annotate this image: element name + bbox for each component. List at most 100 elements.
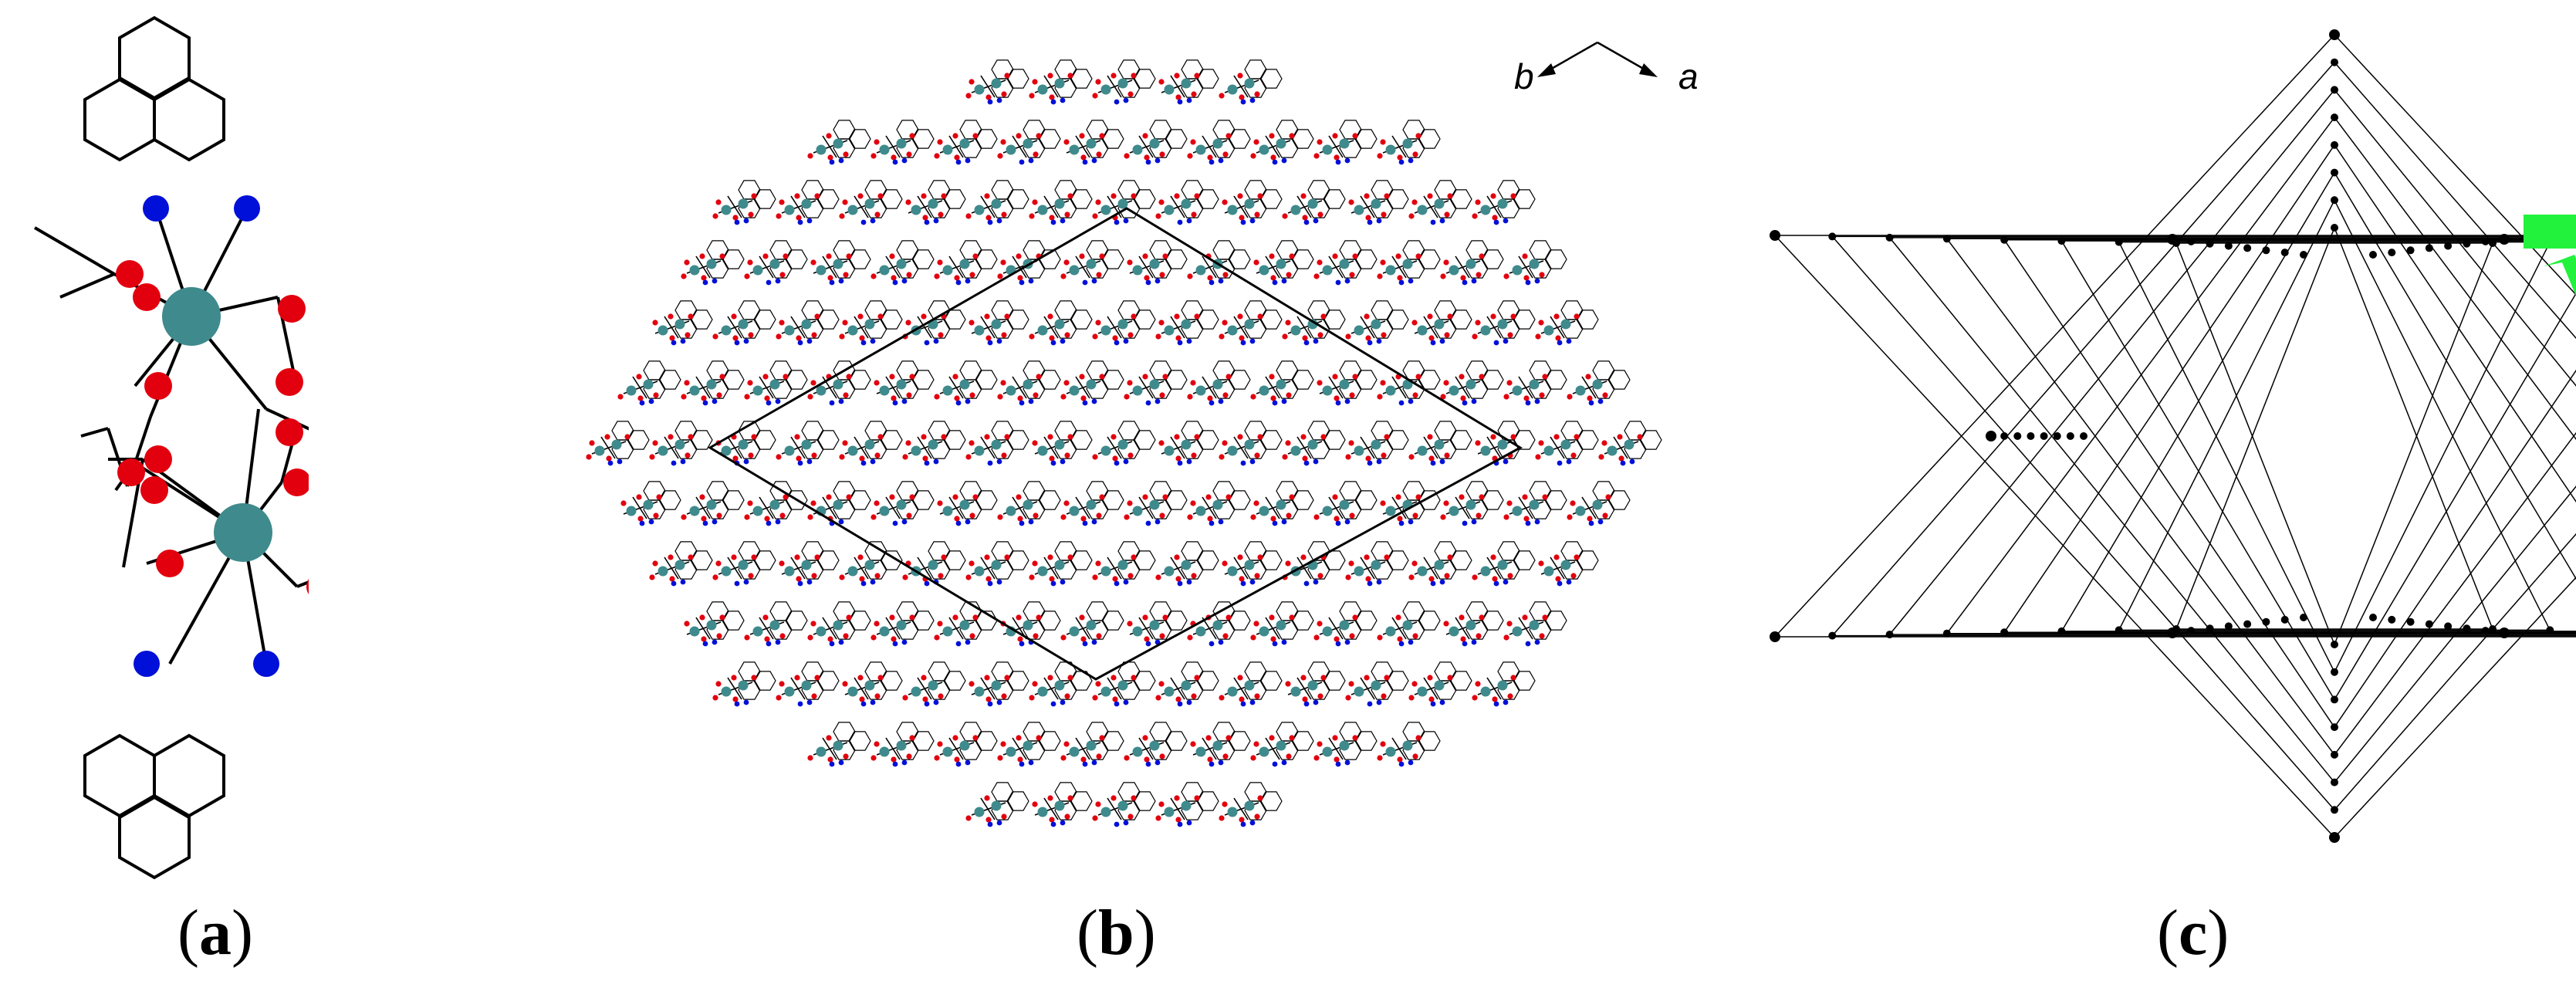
oxygen-atom [965,574,972,580]
metal-atom [974,445,985,456]
metal-atom [959,740,970,751]
nitrogen-atom [1123,97,1129,103]
ligand-rings [833,240,871,279]
nitrogen-atom [680,579,686,585]
oxygen-atom [1334,154,1340,161]
oxygen-atom [1190,139,1196,145]
ligand-rings [1497,541,1536,580]
oxygen-atom [1302,696,1308,702]
oxygen-atom [1131,795,1137,801]
oxygen-atom [1270,636,1276,642]
nitrogen-atom [1154,278,1161,284]
oxygen-atom [744,273,750,279]
metal-atom [1339,740,1350,751]
oxygen-atom [751,193,757,199]
oxygen-atom [905,199,911,205]
oxygen-atom [1345,574,1351,580]
metal-atom [974,566,985,577]
metal-atom [1117,800,1128,811]
ligand-rings [706,481,745,519]
oxygen-atom [1380,259,1386,266]
nitrogen-atom [712,519,718,525]
metal-atom [1227,205,1238,215]
nitrogen-atom [1209,400,1215,406]
oxygen-atom [1348,440,1354,446]
oxygen-atom [1029,93,1035,99]
nitrogen-atom [1367,580,1373,587]
nitrogen-atom [1145,279,1151,286]
oxygen-atom [668,313,674,320]
oxygen-atom [1444,211,1450,218]
oxygen-atom [1317,332,1323,338]
metal-atom [1006,506,1016,516]
ligand-rings [896,601,935,640]
nitrogen-atom [892,520,898,526]
nitrogen-atom [1281,759,1287,766]
metal-atom [1592,379,1603,390]
nitrogen-atom [702,279,708,286]
nitrogen-atom [1503,579,1509,585]
oxygen-atom [1253,259,1259,266]
metal-atom [1117,439,1128,450]
oxygen-atom [699,494,705,500]
metal-atom [1181,800,1192,811]
metal-atom [801,560,812,570]
oxygen-atom [859,696,865,702]
metal-atom [1244,198,1255,209]
ligand-rings [674,421,713,459]
oxygen-atom [1158,79,1165,85]
nitrogen-atom [1430,580,1436,587]
metal-atom [1181,680,1192,691]
oxygen-atom [1187,273,1193,279]
oxygen-atom [1225,374,1232,380]
nitrogen-atom [1186,338,1192,344]
oxygen-atom [1443,621,1449,627]
ligand-rings [991,541,1029,580]
ligand-rings [1339,722,1378,760]
oxygen-atom [1099,494,1105,500]
ligand-rings [1149,601,1188,640]
oxygen-atom [874,139,880,145]
metal-atom [1069,626,1080,637]
metal-atom [1023,138,1033,149]
oxygen-atom [1131,73,1137,79]
oxygen-atom [1397,275,1403,281]
metal-atom [1149,138,1160,149]
oxygen-atom [839,574,845,580]
metal-atom [214,503,272,562]
oxygen-atom [984,193,990,199]
metal-atom [847,445,858,456]
oxygen-atom [1049,94,1055,100]
oxygen-atom [870,153,877,159]
metal-atom [1195,746,1206,757]
nitrogen-atom [1123,699,1129,705]
metal-atom [689,506,700,516]
oxygen-atom [985,817,992,823]
oxygen-atom [1334,756,1340,763]
metal-atom [801,680,812,691]
metal-atom [942,626,953,637]
oxygen-atom [1127,91,1134,97]
nitrogen-atom [1114,701,1120,707]
oxygen-atom [762,253,769,259]
nitrogen-atom [955,159,962,165]
oxygen-atom [1159,151,1165,157]
nitrogen-atom [1186,218,1192,224]
nitrogen-atom [1145,641,1151,647]
oxygen-atom [1492,696,1498,702]
nitrogen-atom [1019,159,1025,165]
oxygen-atom [1270,516,1276,522]
ligand-rings [1212,360,1251,399]
oxygen-atom [1440,273,1446,279]
ligand-rings [1212,120,1251,158]
metal-atom [1069,144,1080,155]
oxygen-atom [874,621,880,627]
oxygen-atom [1320,313,1327,320]
oxygen-atom [1447,193,1453,199]
ligand-rings [1117,421,1156,459]
nitrogen-atom [734,580,740,587]
metal-atom [1069,265,1080,276]
oxygen-atom [1479,614,1485,621]
nitrogen-atom [1123,458,1129,465]
nitrogen-atom [1186,579,1192,585]
